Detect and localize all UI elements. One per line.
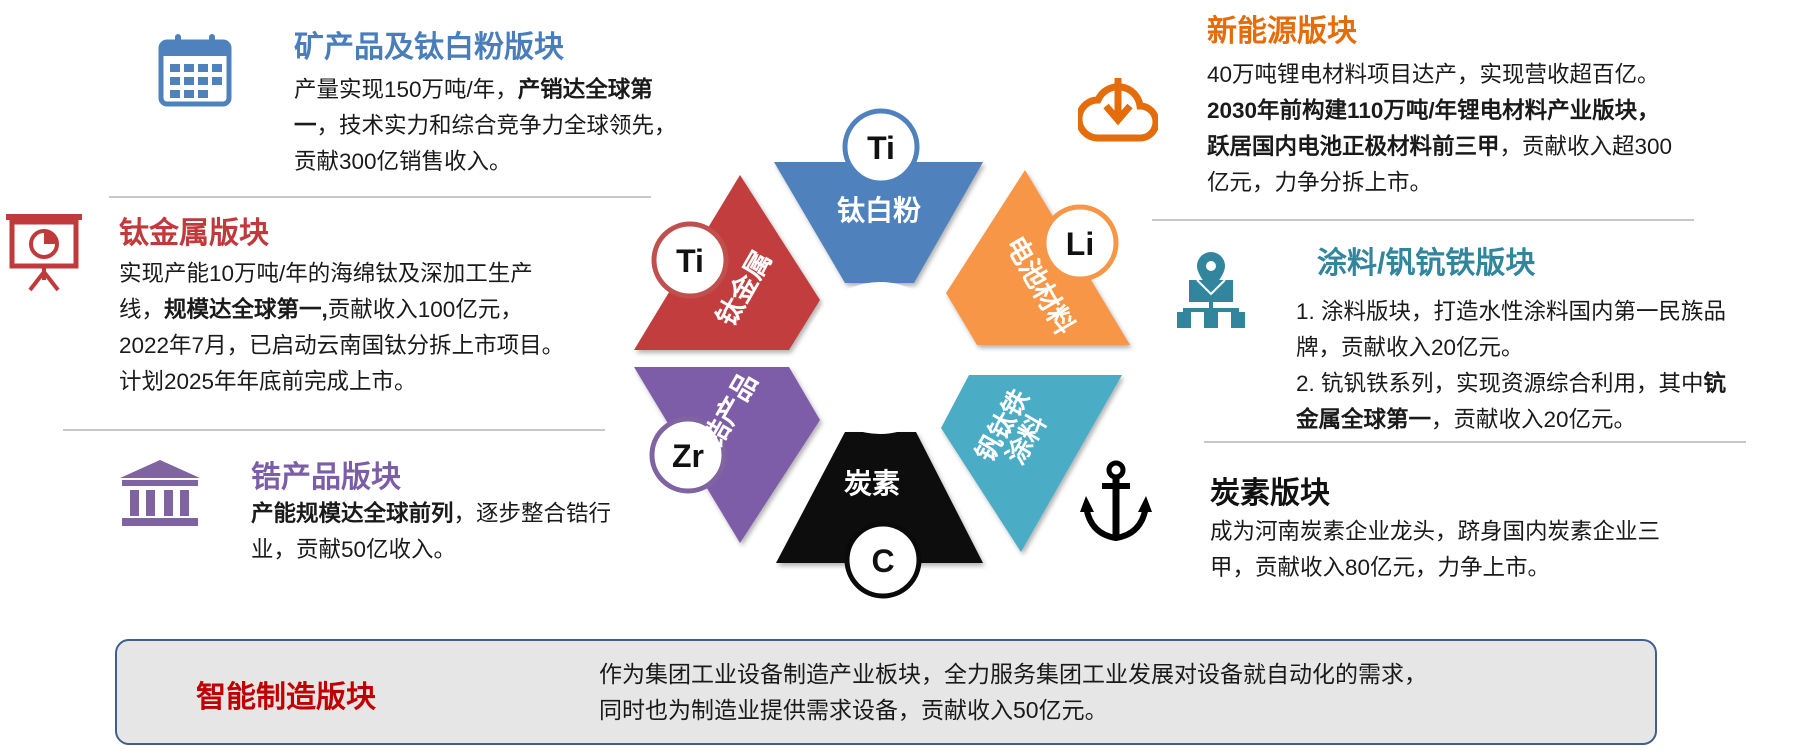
- symbol-circle-battery: Li: [1041, 204, 1119, 282]
- label-tio2: 钛白粉: [837, 194, 921, 226]
- section-body-carbon: 成为河南炭素企业龙头，跻身国内炭素企业三 甲，贡献收入80亿元，力争上市。: [1210, 519, 1661, 580]
- calendar-icon: [158, 34, 232, 107]
- wheel-segment-battery: [946, 170, 1130, 345]
- section-title-coating: 涂料/钒钪铁版块: [1317, 247, 1536, 280]
- symbol-circle-zr: Zr: [649, 416, 727, 494]
- divider: [1204, 441, 1746, 443]
- label-carbon: 炭素: [844, 468, 900, 499]
- symbol-circle-tio2: Ti: [842, 108, 920, 186]
- section-title-smart: 智能制造版块: [196, 681, 376, 714]
- symbol-circle-carbon: C: [844, 521, 922, 599]
- section-title-mineral: 矿产品及钛白粉版块: [294, 31, 564, 64]
- smart-manufacturing-box: [115, 639, 1657, 745]
- wheel-segment-coating: [941, 375, 1122, 552]
- section-body-titanium: 实现产能10万吨/年的海绵钛及深加工生产 线，规模达全球第一,贡献收入100亿元…: [119, 261, 565, 394]
- divider: [63, 429, 605, 431]
- bank-icon: [120, 460, 200, 526]
- divider: [109, 196, 651, 198]
- section-body-coating: 1. 涂料版块，打造水性涂料国内第一民族品 牌，贡献收入20亿元。 2. 钪钒铁…: [1296, 299, 1727, 432]
- section-body-zirconium: 产能规模达全球前列，逐步整合锆行 业，贡献50亿收入。: [251, 501, 612, 562]
- section-body-new-energy: 40万吨锂电材料项目达产，实现营收超百亿。 2030年前构建110万吨/年锂电材…: [1207, 62, 1673, 195]
- location-network-icon: [1177, 252, 1245, 328]
- section-title-carbon: 炭素版块: [1210, 477, 1330, 510]
- section-body-mineral: 产量实现150万吨/年，产销达全球第 一，技术实力和综合竞争力全球领先， 贡献3…: [294, 77, 677, 174]
- section-title-titanium: 钛金属版块: [119, 217, 269, 250]
- wheel-segment-zr: [634, 367, 820, 543]
- wheel-segment-carbon: [776, 432, 983, 563]
- symbol-circle-ti-metal: Ti: [651, 221, 729, 299]
- presentation-icon: [6, 214, 82, 292]
- symbol-ti: Ti: [867, 130, 895, 166]
- section-body-smart: 作为集团工业设备制造产业板块，全力服务集团工业发展对设备就自动化的需求， 同时也…: [599, 661, 1427, 723]
- symbol-zr: Zr: [672, 438, 704, 474]
- anchor-icon: [1080, 460, 1152, 542]
- symbol-ti: Ti: [676, 243, 704, 279]
- symbol-li: Li: [1066, 226, 1094, 262]
- section-title-zirconium: 锆产品版块: [251, 461, 401, 494]
- cloud-download-icon: [1078, 78, 1158, 142]
- section-title-new-energy: 新能源版块: [1207, 15, 1357, 48]
- divider: [1152, 219, 1694, 221]
- wheel-segment-tio2: [774, 162, 983, 283]
- symbol-c: C: [871, 543, 894, 579]
